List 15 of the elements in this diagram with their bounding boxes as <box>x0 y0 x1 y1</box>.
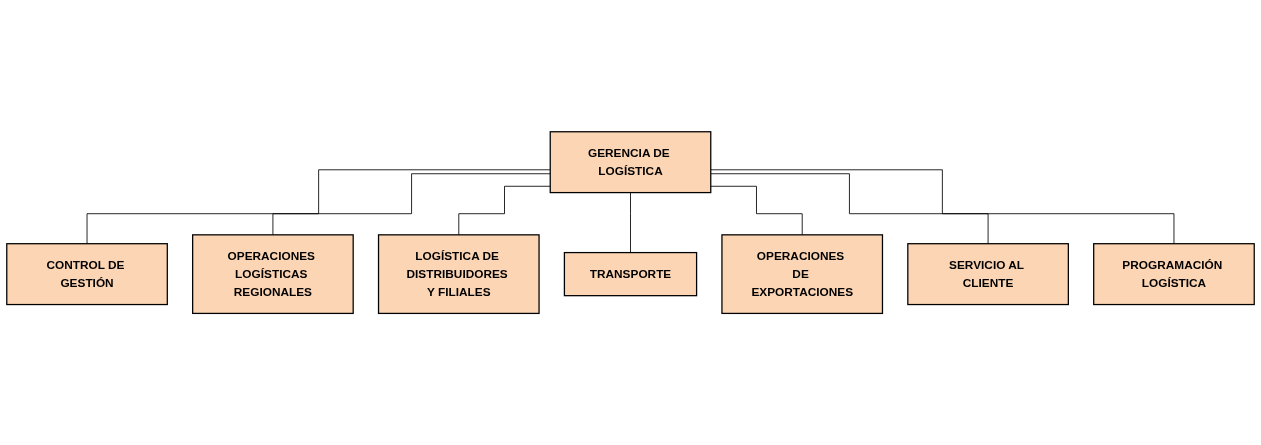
node-box: TRANSPORTE <box>563 251 698 297</box>
node-box: OPERACIONES DE EXPORTACIONES <box>721 234 884 314</box>
node-box: PROGRAMACIÓN LOGÍSTICA <box>1093 242 1255 306</box>
node-box: GERENCIA DE LOGÍSTICA <box>549 131 712 194</box>
node-box: LOGÍSTICA DE DISTRIBUIDORES Y FILIALES <box>377 234 540 314</box>
connector <box>630 192 631 253</box>
connector <box>458 185 551 236</box>
node-box: OPERACIONES LOGÍSTICAS REGIONALES <box>192 234 354 314</box>
connector <box>710 173 989 245</box>
connector <box>86 169 551 245</box>
node-box: CONTROL DE GESTIÓN <box>6 242 168 306</box>
node-box: SERVICIO AL CLIENTE <box>907 242 1069 306</box>
connector <box>710 185 803 236</box>
connector <box>272 173 551 236</box>
connector <box>710 169 1175 245</box>
